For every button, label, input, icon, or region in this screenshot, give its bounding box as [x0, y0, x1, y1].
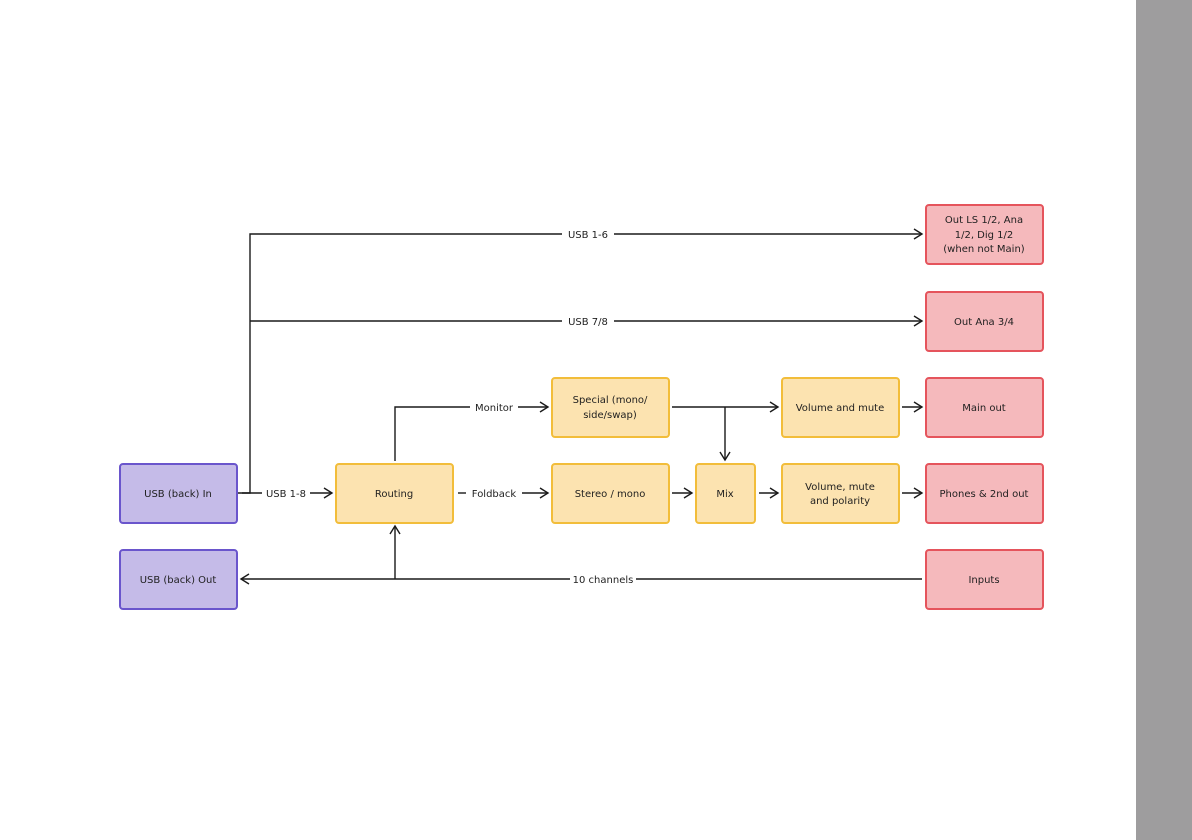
node-inputs: Inputs: [926, 550, 1043, 609]
node-main-out: Main out: [926, 378, 1043, 437]
label-usb-1-8: USB 1-8: [266, 489, 306, 500]
diagram-canvas: USB 1-6 USB 7/8 USB 1-8 Monitor Foldback…: [0, 0, 1136, 840]
node-out-ana-label: Out Ana 3/4: [954, 317, 1014, 328]
node-routing: Routing: [336, 464, 453, 523]
node-usb-in: USB (back) In: [120, 464, 237, 523]
node-usb-in-label: USB (back) In: [144, 489, 212, 500]
node-volume-mute-polarity-line-1: Volume, mute: [805, 482, 875, 493]
label-usb-7-8: USB 7/8: [568, 317, 608, 328]
node-volume-mute-polarity: Volume, mute and polarity: [782, 464, 899, 523]
label-foldback: Foldback: [472, 489, 517, 500]
node-volume-mute-label: Volume and mute: [796, 403, 885, 414]
node-mix-label: Mix: [716, 489, 733, 500]
node-inputs-label: Inputs: [968, 575, 999, 586]
label-monitor: Monitor: [475, 403, 514, 414]
label-usb-1-6: USB 1-6: [568, 230, 608, 241]
node-usb-out-label: USB (back) Out: [140, 575, 217, 586]
node-stereo-mono-label: Stereo / mono: [575, 489, 646, 500]
vertical-scrollbar[interactable]: [1136, 0, 1192, 840]
node-out-ls-line-1: Out LS 1/2, Ana: [945, 215, 1023, 226]
node-out-ana: Out Ana 3/4: [926, 292, 1043, 351]
signal-flow-diagram: USB 1-6 USB 7/8 USB 1-8 Monitor Foldback…: [0, 0, 1136, 840]
node-usb-out: USB (back) Out: [120, 550, 237, 609]
node-special: Special (mono/ side/swap): [552, 378, 669, 437]
node-main-out-label: Main out: [962, 403, 1006, 414]
node-special-line-1: Special (mono/: [573, 395, 648, 406]
label-ten-channels: 10 channels: [573, 575, 634, 586]
edge-routing-monitor-up: [395, 407, 470, 461]
edge-usb-trunk: [237, 234, 562, 493]
node-out-ls-line-3: (when not Main): [943, 244, 1025, 255]
node-routing-label: Routing: [375, 489, 413, 500]
node-volume-mute: Volume and mute: [782, 378, 899, 437]
node-volume-mute-polarity-line-2: and polarity: [810, 496, 870, 507]
node-out-ls: Out LS 1/2, Ana 1/2, Dig 1/2 (when not M…: [926, 205, 1043, 264]
node-special-line-2: side/swap): [583, 410, 637, 421]
node-phones-label: Phones & 2nd out: [940, 489, 1029, 500]
node-mix: Mix: [696, 464, 755, 523]
node-phones: Phones & 2nd out: [926, 464, 1043, 523]
node-out-ls-line-2: 1/2, Dig 1/2: [955, 230, 1014, 241]
node-stereo-mono: Stereo / mono: [552, 464, 669, 523]
